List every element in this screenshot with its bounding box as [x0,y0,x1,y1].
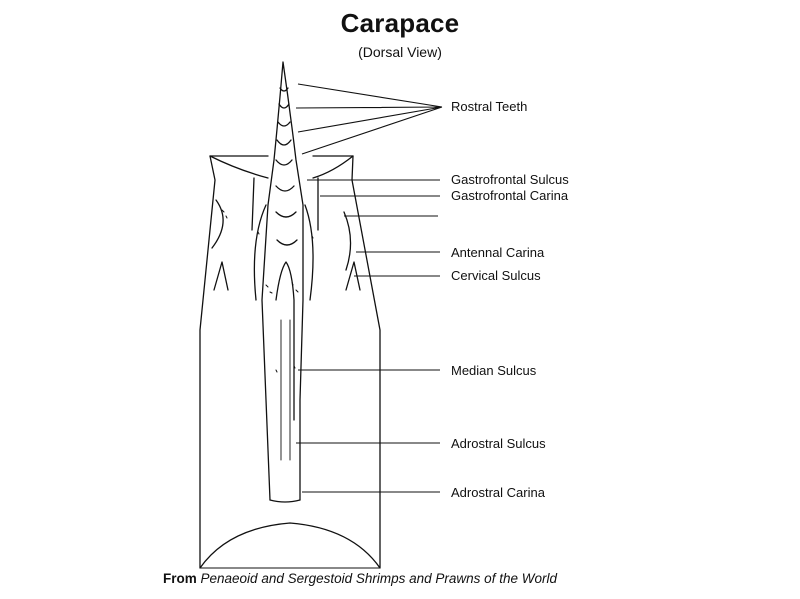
label-antennal-carina: Antennal Carina [451,245,545,260]
diagram-title: Carapace [340,8,460,38]
rostral-tooth [278,103,290,109]
rostral-tooth [276,239,298,246]
antennal-carina-left [211,199,224,249]
leader-rostral-teeth [295,83,443,155]
orbital-margin-left [209,155,269,179]
cervical-sulcus-right [345,261,361,291]
stipple-marks [221,209,314,373]
source-citation: From Penaeoid and Sergestoid Shrimps and… [163,571,557,586]
label-adrostral-sulcus: Adrostral Sulcus [451,436,546,451]
rostrum-base [269,499,301,503]
diagram-subtitle: (Dorsal View) [358,44,442,60]
label-rostral-teeth: Rostral Teeth [451,99,528,114]
source-work: Penaeoid and Sergestoid Shrimps and Praw… [200,571,557,586]
median-sulcus-line [275,261,295,421]
rostrum-outline [261,61,304,501]
adrostral-carina-left [253,204,267,301]
adrostral-carina-right [304,204,314,301]
rostral-tooth [279,87,289,92]
antennal-carina-right [343,211,352,271]
label-cervical-sulcus: Cervical Sulcus [451,268,541,283]
cervical-sulcus-left [213,261,229,291]
rostral-tooth [275,185,295,192]
label-gastrofrontal-sulcus: Gastrofrontal Sulcus [451,172,569,187]
rostral-tooth [277,121,291,127]
rostral-tooth [275,159,293,166]
rostral-tooth [276,139,292,146]
rostral-tooth [275,211,297,218]
median-sulcus-inner [280,319,291,461]
label-gastrofrontal-carina: Gastrofrontal Carina [451,188,569,203]
source-lead: From [163,571,197,586]
orbital-margin-right [312,155,354,179]
label-adrostral-carina: Adrostral Carina [451,485,545,500]
label-median-sulcus: Median Sulcus [451,363,537,378]
gastrofrontal-carina-left [251,177,255,231]
